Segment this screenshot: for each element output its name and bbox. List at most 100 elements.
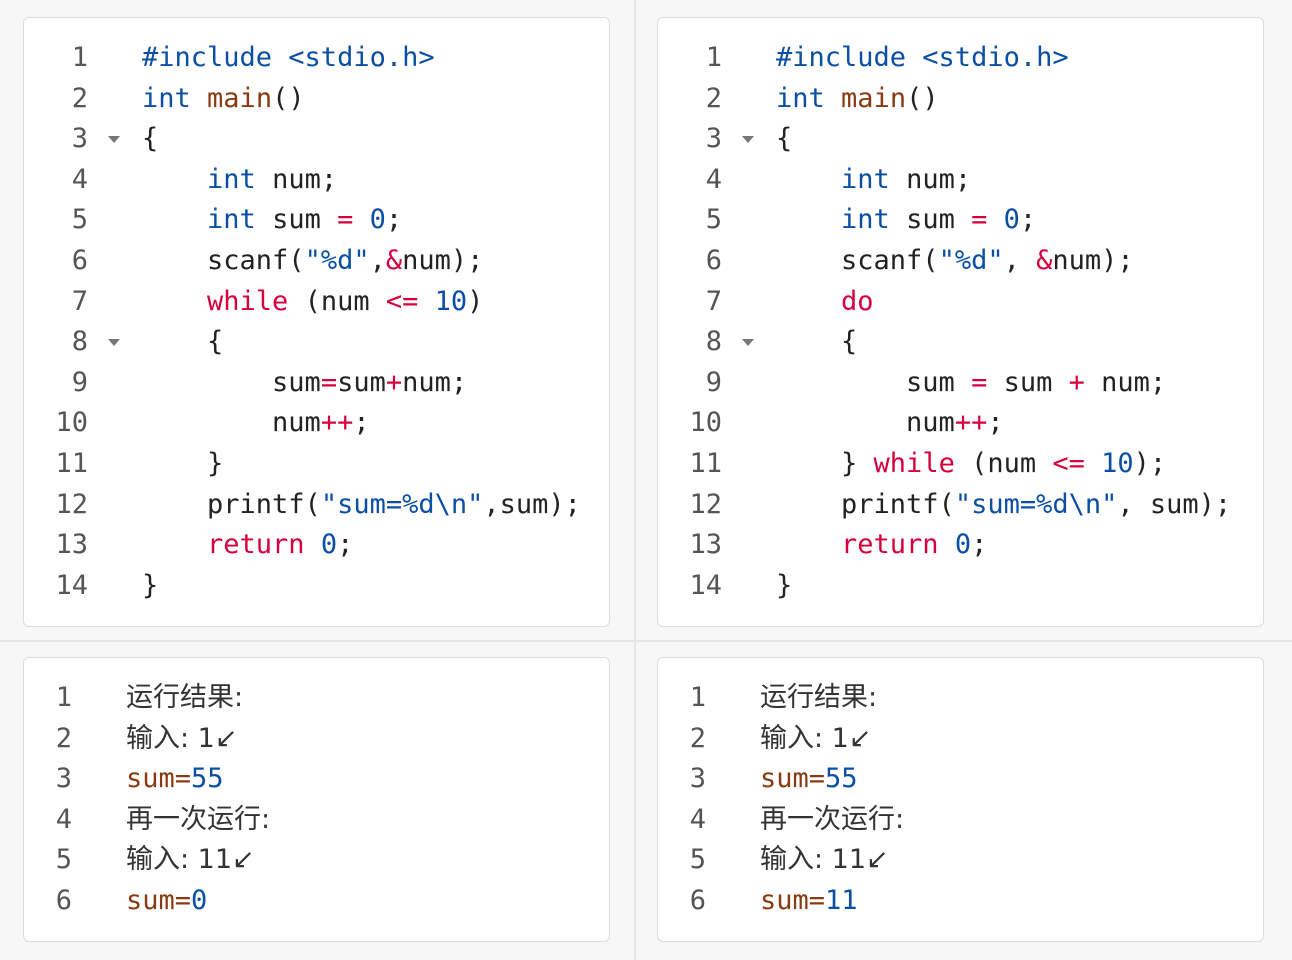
line-number: 2 — [705, 82, 722, 114]
code-token: 输入: 11↙ — [126, 844, 255, 876]
line-number: 4 — [71, 163, 88, 195]
code-token — [142, 529, 207, 560]
code-line: printf("sum=%d\n",sum); — [142, 485, 581, 526]
line-number: 14 — [55, 569, 88, 601]
fold-toggle-icon[interactable] — [108, 136, 120, 144]
code-editor[interactable]: #include <stdio.h>int main(){ int num; i… — [776, 38, 1231, 606]
code-line: } while (num <= 10); — [776, 444, 1231, 485]
code-token: + — [1068, 366, 1085, 398]
code-token — [142, 286, 207, 317]
code-line: while (num <= 10) — [142, 282, 581, 323]
code-token: int — [207, 204, 256, 236]
code-token: () — [906, 82, 939, 114]
code-line: scanf("%d", &num); — [776, 241, 1231, 282]
line-number: 9 — [705, 366, 722, 398]
code-token: = — [320, 366, 338, 398]
code-token — [353, 204, 369, 235]
code-editor[interactable]: #include <stdio.h>int main(){ int num; i… — [142, 38, 581, 606]
code-token: num; — [1084, 366, 1167, 398]
code-line: 再一次运行: — [126, 800, 270, 841]
line-number: 6 — [55, 884, 72, 916]
code-line: 输入: 11↙ — [126, 840, 270, 881]
code-token — [776, 164, 841, 195]
code-token: ; — [1019, 204, 1037, 236]
code-line: sum = sum + num; — [776, 363, 1231, 404]
code-line: } — [776, 566, 1231, 607]
code-token: 再一次运行: — [126, 803, 271, 835]
code-token: num; — [255, 163, 338, 195]
code-token: 运行结果: — [126, 682, 244, 713]
code-token: ++ — [954, 407, 988, 439]
line-number: 8 — [705, 326, 722, 358]
code-line: printf("sum=%d\n", sum); — [776, 485, 1231, 526]
code-token: & — [385, 244, 403, 276]
line-number: 1 — [55, 682, 72, 713]
code-line: int main() — [776, 79, 1231, 120]
code-line: int sum = 0; — [142, 200, 581, 241]
code-token: ; — [337, 529, 354, 561]
code-line: 运行结果: — [126, 678, 270, 719]
code-token: { — [776, 326, 858, 358]
line-number: 6 — [71, 244, 88, 276]
fold-toggle-icon[interactable] — [108, 339, 120, 347]
code-token: ++ — [320, 407, 354, 439]
line-number: 9 — [71, 366, 88, 398]
code-token: 运行结果: — [760, 682, 878, 713]
code-token — [825, 83, 841, 114]
line-number: 3 — [55, 763, 72, 795]
code-token: & — [1036, 244, 1053, 276]
code-token: , — [369, 244, 386, 276]
code-token: { — [142, 326, 224, 358]
code-token: num — [142, 407, 321, 439]
code-token: 11 — [825, 884, 858, 916]
code-line: int sum = 0; — [776, 200, 1231, 241]
line-number: 2 — [689, 722, 706, 754]
line-number: 7 — [71, 285, 88, 317]
line-number: 1 — [689, 682, 706, 713]
code-token: while — [873, 447, 955, 479]
line-number: 3 — [705, 123, 722, 155]
code-token — [142, 164, 207, 195]
line-number: 3 — [689, 763, 706, 795]
code-token: <= — [1052, 447, 1085, 479]
code-token — [776, 529, 841, 560]
code-token: ; — [385, 204, 403, 236]
code-token: 0 — [954, 529, 972, 561]
code-token: "sum=%d\n" — [320, 488, 484, 520]
code-token: } — [776, 447, 874, 479]
code-token: = — [174, 763, 192, 795]
code-token: { — [776, 123, 793, 155]
code-line: int main() — [142, 79, 581, 120]
fold-toggle-icon[interactable] — [742, 339, 754, 347]
code-line: int num; — [142, 160, 581, 201]
line-number: 6 — [705, 244, 722, 276]
code-line: 输入: 1↙ — [126, 719, 270, 760]
code-token — [1085, 448, 1101, 479]
code-token: #include <stdio.h> — [776, 42, 1069, 73]
line-number: 4 — [55, 803, 72, 835]
code-line: 运行结果: — [760, 678, 904, 719]
code-line: scanf("%d",&num); — [142, 241, 581, 282]
code-line: return 0; — [142, 525, 581, 566]
code-token: } — [142, 569, 159, 601]
code-line: sum=55 — [760, 759, 904, 800]
code-line: { — [776, 322, 1231, 363]
code-token — [987, 204, 1003, 235]
code-token — [418, 286, 434, 317]
code-line: sum=sum+num; — [142, 363, 581, 404]
code-token: int — [776, 82, 825, 114]
code-line: num++; — [776, 403, 1231, 444]
code-token: () — [272, 82, 305, 114]
code-token: main — [207, 82, 273, 114]
code-token: num); — [1052, 244, 1134, 276]
line-number: 11 — [689, 447, 722, 479]
code-line: sum=0 — [126, 881, 270, 922]
fold-toggle-icon[interactable] — [742, 136, 754, 144]
